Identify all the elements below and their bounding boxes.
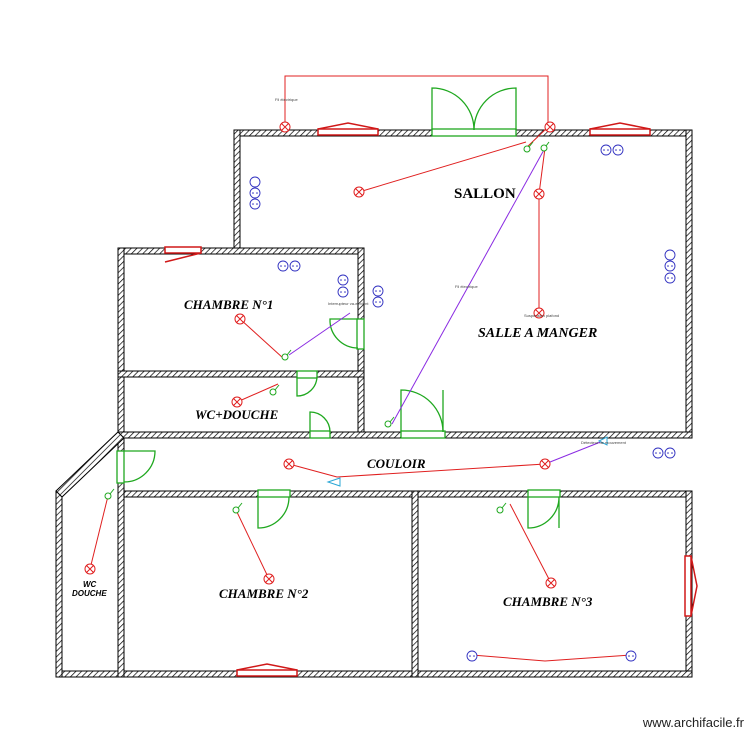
wire	[358, 141, 527, 193]
room-label-wc-douche1: WC+DOUCHE	[195, 407, 279, 422]
annotation-salon-diag: Fil électrique	[455, 284, 478, 289]
wire	[538, 147, 546, 195]
door-swing-icon	[329, 318, 365, 350]
windows	[164, 122, 698, 677]
doors	[116, 87, 561, 529]
annotation-salle-pendant: Suspension plafond	[524, 313, 559, 318]
outlet-icon	[625, 650, 637, 662]
wall-salon-right	[685, 129, 693, 439]
wall-ch1-bottom	[117, 370, 365, 378]
light-points	[84, 121, 557, 589]
annotation-chambre1: Interrupteur va-et-vient	[328, 301, 369, 306]
switch-icon	[496, 502, 507, 514]
wall-diagonal	[55, 431, 125, 498]
door-swing-icon	[431, 87, 517, 137]
wire-purple	[391, 147, 546, 425]
wall-ch2-ch3	[411, 490, 419, 678]
light-cross-icon	[533, 307, 545, 319]
switches	[104, 141, 550, 514]
room-label-salon: SALLON	[454, 186, 516, 202]
room-label-chambre1: CHAMBRE N°1	[184, 297, 273, 312]
wall-wc2-left	[55, 490, 63, 678]
wire-purple	[544, 440, 604, 465]
switch-icon	[540, 141, 550, 152]
switch-icon	[232, 502, 243, 514]
wire	[236, 383, 279, 403]
switch-icon	[384, 416, 395, 428]
outlet-icon	[664, 249, 676, 284]
wire	[336, 463, 546, 478]
electric-wires	[89, 75, 632, 662]
door-swing-icon	[527, 489, 561, 529]
outlet-icon	[249, 176, 261, 210]
wire	[239, 318, 284, 359]
room-label-wc-line1: WC	[83, 580, 97, 589]
room-label-chambre3: CHAMBRE N°3	[503, 594, 593, 609]
light-cross-icon	[353, 186, 365, 198]
outlet-icon	[466, 650, 478, 662]
light-cross-icon	[283, 458, 295, 470]
wire-purple	[288, 312, 351, 356]
door-swing-icon	[257, 489, 291, 529]
door-swing-icon	[400, 389, 446, 439]
wire	[509, 503, 552, 584]
window-icon	[164, 246, 202, 263]
light-cross-icon	[545, 577, 557, 589]
outlet-icon	[372, 285, 384, 308]
light-cross-icon	[279, 121, 291, 133]
outlet-icon	[277, 260, 301, 272]
wall-bedrooms-bottom	[55, 670, 693, 678]
room-label-wc-line2: DOUCHE	[72, 589, 107, 598]
annotation-top-left: Fil électrique	[275, 97, 298, 102]
switch-icon	[269, 384, 280, 396]
light-cross-icon	[544, 121, 556, 133]
wall-ch1-top	[117, 247, 365, 255]
wire	[288, 463, 338, 478]
wire-top-loop	[284, 75, 549, 127]
wall-ch1-left	[117, 247, 125, 439]
light-cross-icon	[231, 396, 243, 408]
room-label-couloir: COULOIR	[367, 456, 426, 471]
watermark[interactable]: www.archifacile.fr	[642, 715, 744, 730]
walls	[55, 129, 693, 678]
switch-icon	[523, 141, 534, 153]
switch-icon	[281, 349, 292, 361]
outlet-icon	[337, 274, 349, 298]
outlets	[249, 144, 676, 662]
room-label-chambre2: CHAMBRE N°2	[219, 586, 309, 601]
door-swing-icon	[296, 370, 318, 397]
outlet-icon	[600, 144, 624, 156]
window-icon	[684, 555, 698, 617]
switch-icon	[104, 488, 115, 500]
door-swing-icon	[116, 450, 156, 484]
window-icon	[236, 663, 298, 677]
wall-bedrooms-top	[117, 490, 693, 498]
wire	[471, 654, 632, 662]
window-icon	[589, 122, 651, 136]
door-swing-icon	[309, 411, 331, 439]
room-label-salle-a-manger: SALLE A MANGER	[478, 326, 597, 341]
light-cross-icon	[533, 188, 545, 200]
wire	[235, 509, 270, 580]
window-icon	[317, 122, 379, 136]
wire	[525, 126, 549, 149]
annotation-couloir: Détecteur de mouvement	[581, 440, 627, 445]
outlet-icon	[652, 447, 676, 459]
light-cross-icon	[84, 563, 96, 575]
wall-salon-left	[233, 129, 241, 249]
light-cross-icon	[539, 458, 551, 470]
wire	[89, 495, 109, 570]
purple-circuits	[288, 147, 604, 465]
light-cross-icon	[234, 313, 246, 325]
outlet-dots	[252, 149, 673, 657]
light-cross-icon	[263, 573, 275, 585]
motion-detector-icon	[326, 436, 608, 487]
